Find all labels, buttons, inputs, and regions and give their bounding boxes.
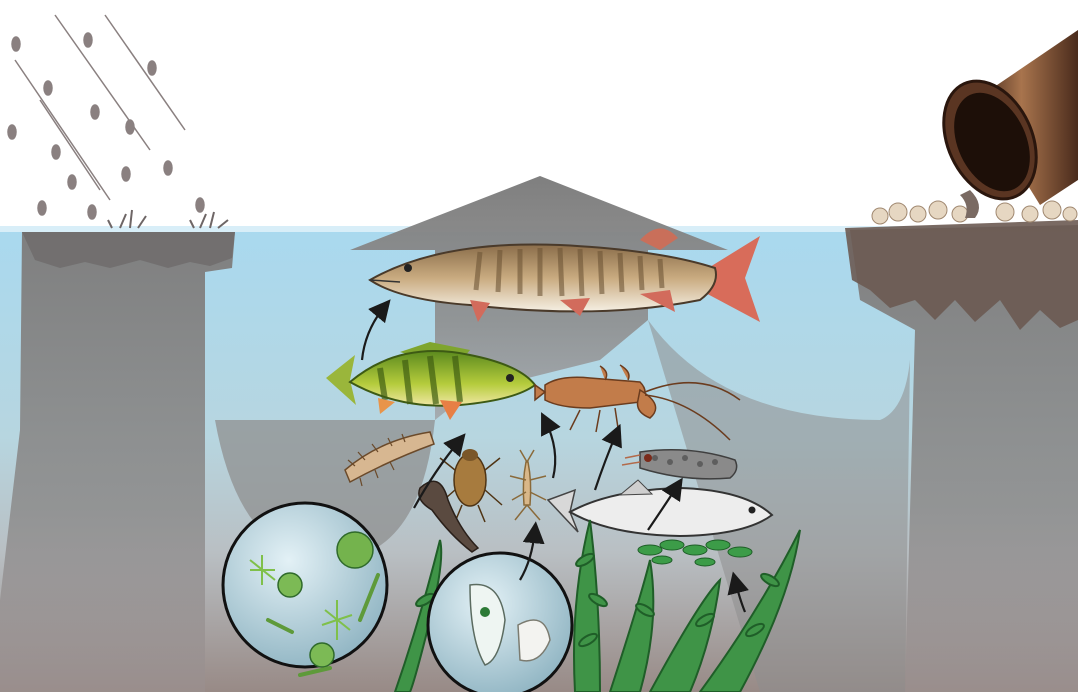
rain-drops-icon [8, 15, 204, 219]
pipe-discharge-icon [926, 30, 1078, 218]
runoff-surface-film [22, 232, 235, 268]
runoff-plume [0, 232, 235, 692]
splash-icon [108, 210, 228, 228]
daphnia-magnifier-icon [428, 553, 572, 692]
